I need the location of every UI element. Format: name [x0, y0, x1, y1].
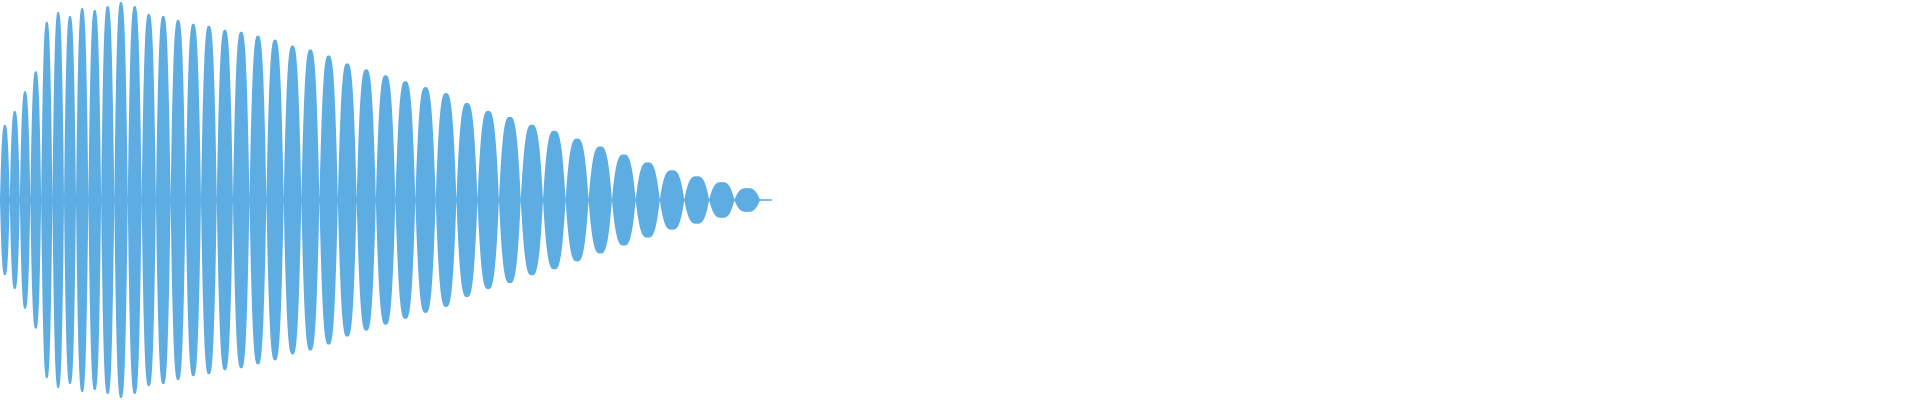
waveform-tail	[760, 199, 772, 201]
waveform-centerline	[0, 197, 760, 203]
